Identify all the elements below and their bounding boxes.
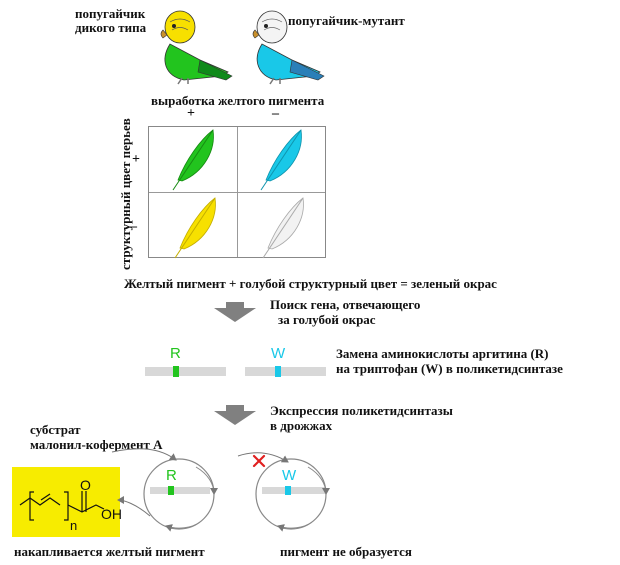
residue-r-label: R: [170, 345, 181, 362]
mutant-parakeet-icon: [252, 10, 325, 85]
plasmid-r: [143, 458, 215, 530]
substrate-arrow: [111, 448, 177, 461]
blocked-substrate-arrow: [237, 452, 289, 463]
product-arrow: [117, 496, 151, 517]
carbonyl-oxygen: O: [80, 477, 91, 493]
wild-type-parakeet-icon: [160, 10, 233, 85]
down-arrow-1: [214, 302, 256, 322]
no-pigment-label: пигмент не образуется: [280, 544, 412, 559]
row-minus-sign: –: [130, 219, 137, 234]
down-arrow-2: [214, 405, 256, 425]
cycle-arrow-w-top: [307, 466, 330, 495]
gene-bar-r-marker: [173, 366, 179, 377]
expression-line1: Экспрессия поликетидсинтазы: [270, 403, 453, 418]
substrate-line2: малонил-кофермент А: [30, 437, 163, 452]
wild-type-label-line1: попугайчик: [75, 6, 146, 21]
cycle-arrow-r-bottom: [165, 521, 201, 532]
yellow-pigment-label: выработка желтого пигмента: [151, 93, 325, 108]
white-feather-icon: [262, 197, 304, 259]
cyan-feather-icon: [260, 129, 302, 191]
substrate-line1: субстрат: [30, 422, 81, 437]
accumulates-label: накапливается желтый пигмент: [14, 544, 205, 559]
gene-bar-r: [145, 367, 226, 376]
search-gene-line2: за голубой окрас: [278, 312, 376, 327]
search-gene-line1: Поиск гена, отвечающего: [270, 297, 421, 312]
yellow-feather-icon: [174, 197, 216, 259]
wild-type-label-line2: дикого типа: [75, 20, 147, 35]
green-feather-icon: [172, 129, 214, 191]
feather-grid: [148, 126, 326, 258]
residue-w-label: W: [271, 345, 286, 362]
cycle-arrow-w-bottom: [277, 521, 313, 532]
substitution-line2: на триптофан (W) в поликетидсинтазе: [336, 361, 563, 376]
plasmid-w: [255, 458, 327, 530]
cycle-arrow-r-top: [195, 466, 218, 495]
gene-bar-w: [245, 367, 326, 376]
gene-bar-w-marker: [275, 366, 281, 377]
mutant-label: попугайчик-мутант: [288, 13, 405, 28]
grid-divider-horizontal: [149, 192, 325, 193]
col-minus-sign: –: [272, 106, 279, 121]
plasmid-r-label: R: [166, 467, 177, 484]
hydroxyl-group: OH: [101, 506, 122, 522]
row-plus-sign: +: [132, 152, 140, 167]
col-plus-sign: +: [187, 106, 195, 121]
expression-line2: в дрожжах: [270, 418, 333, 433]
plasmid-w-label: W: [282, 467, 297, 484]
repeat-subscript-n: n: [70, 518, 78, 533]
polyene-acid-structure: [19, 491, 105, 521]
equation-text: Желтый пигмент + голубой структурный цве…: [124, 276, 497, 291]
substitution-line1: Замена аминокислоты аргитина (R): [336, 346, 549, 361]
blocked-cross-icon: [252, 454, 266, 468]
